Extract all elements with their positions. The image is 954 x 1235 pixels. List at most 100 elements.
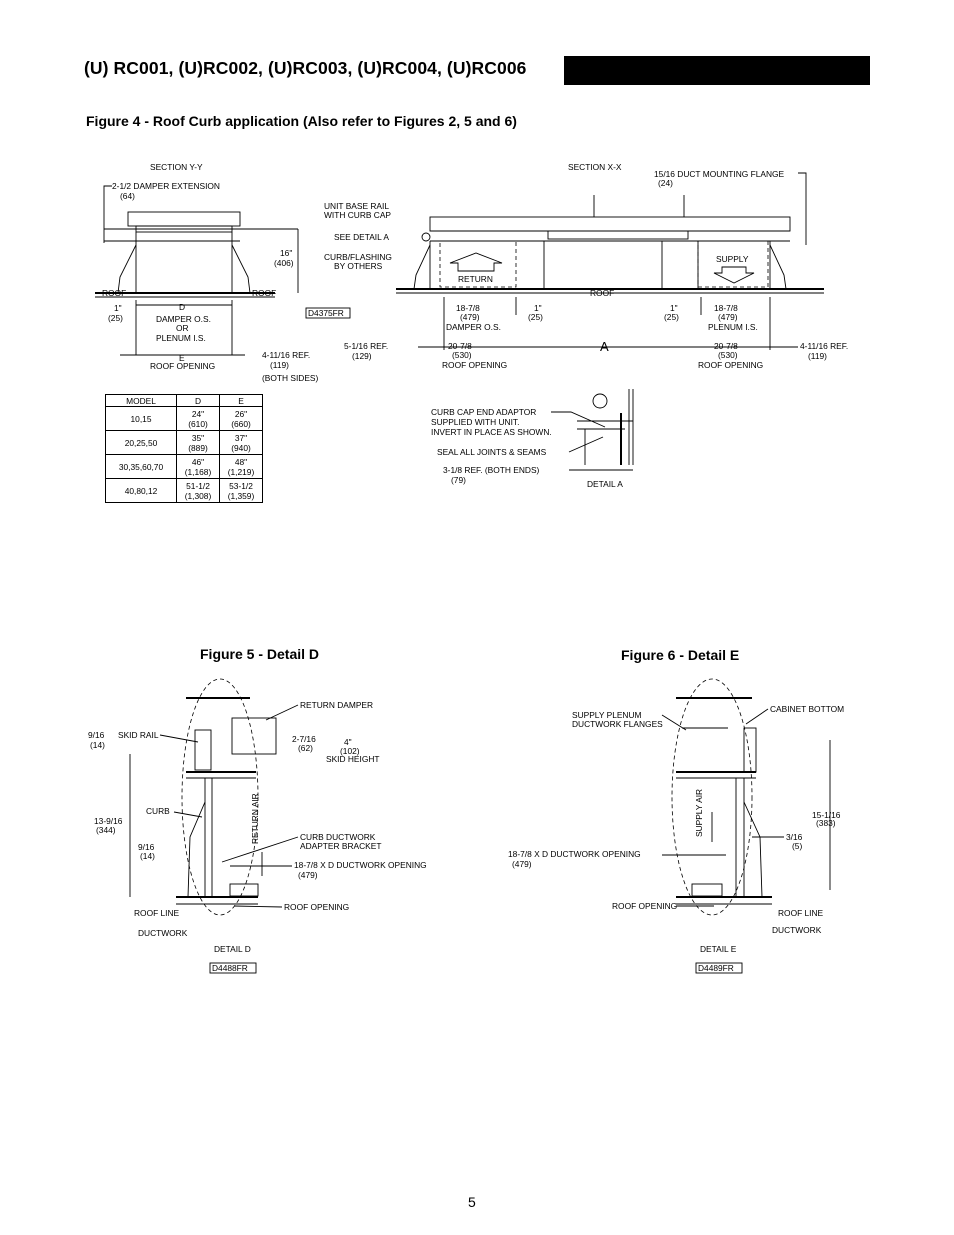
section-yy-drawing: SECTION Y-Y 2-1/2 DAMPER EXTENSION (64) … bbox=[95, 162, 351, 383]
roof-opening-label: ROOF OPENING bbox=[284, 902, 349, 912]
curb-flash-2: BY OTHERS bbox=[334, 261, 383, 271]
supply-label: SUPPLY bbox=[716, 254, 749, 264]
adaptor-2: SUPPLIED WITH UNIT. bbox=[431, 417, 519, 427]
cell-e: 53-1/2(1,359) bbox=[219, 478, 263, 503]
ref-right-mm: (119) bbox=[808, 351, 827, 361]
dim-15116-mm: (383) bbox=[816, 818, 836, 828]
header-title: (U) RC001, (U)RC002, (U)RC003, (U)RC004,… bbox=[84, 58, 527, 78]
skid-rail-label: SKID RAIL bbox=[118, 730, 159, 740]
dim-916b-mm: (14) bbox=[140, 851, 155, 861]
left-dim-mm: (479) bbox=[460, 312, 480, 322]
open-right-mm: (530) bbox=[718, 350, 738, 360]
return-label: RETURN bbox=[458, 274, 493, 284]
height-mm: (406) bbox=[274, 258, 294, 268]
plenum-2: DUCTWORK FLANGES bbox=[572, 719, 663, 729]
dim-916a-mm: (14) bbox=[90, 740, 105, 750]
ref-dim: 4-11/16 REF. bbox=[262, 350, 310, 360]
cell-d: 35"(889) bbox=[176, 430, 220, 455]
cell-e-in: 37" bbox=[234, 432, 248, 443]
detail-d-label: DETAIL D bbox=[214, 944, 251, 954]
d-drawing-no: D4488FR bbox=[212, 963, 248, 973]
d-line2: OR bbox=[176, 323, 189, 333]
cell-model: 30,35,60,70 bbox=[105, 454, 177, 479]
gap-mm: (25) bbox=[108, 313, 123, 323]
cell-e-mm: (660) bbox=[231, 418, 251, 429]
left-dim-label: DAMPER O.S. bbox=[446, 322, 501, 332]
detail-a-ref: 3-1/8 REF. (BOTH ENDS) bbox=[443, 465, 540, 475]
opening-label: 18-7/8 X D DUCTWORK OPENING bbox=[294, 860, 427, 870]
right-dim: 18-7/8 bbox=[714, 303, 738, 313]
skid-height-label: SKID HEIGHT bbox=[326, 754, 380, 764]
ref-left: 5-1/16 REF. bbox=[344, 341, 388, 351]
open-left: 20-7/8 bbox=[448, 341, 472, 351]
opening-mm: (479) bbox=[298, 870, 318, 880]
dim-4-mm: (102) bbox=[340, 746, 360, 756]
plenum-1: SUPPLY PLENUM bbox=[572, 710, 642, 720]
gap2: 1" bbox=[670, 303, 678, 313]
th-e: E bbox=[219, 394, 263, 407]
return-air-label: RETURN AIR bbox=[250, 793, 260, 844]
cell-d: 46"(1,168) bbox=[176, 454, 220, 479]
cell-d-in: 51-1/2 bbox=[186, 480, 210, 491]
open-right: 20-7/8 bbox=[714, 341, 738, 351]
ref-note: (BOTH SIDES) bbox=[262, 373, 319, 383]
ductwork-label: DUCTWORK bbox=[138, 928, 188, 938]
cell-e-in: 53-1/2 bbox=[229, 480, 253, 491]
height-dim: 16" bbox=[280, 248, 292, 258]
e-opening-label: 18-7/8 X D DUCTWORK OPENING bbox=[508, 849, 641, 859]
flange-label: 15/16 DUCT MOUNTING FLANGE bbox=[654, 169, 785, 179]
roof-label: ROOF bbox=[590, 288, 614, 298]
page-header: (U) RC001, (U)RC002, (U)RC003, (U)RC004,… bbox=[84, 56, 870, 85]
dim-4: 4" bbox=[344, 737, 352, 747]
page-number: 5 bbox=[468, 1194, 476, 1210]
cell-e-in: 48" bbox=[234, 456, 248, 467]
cell-e-mm: (1,359) bbox=[227, 490, 255, 501]
dim-13916: 13-9/16 bbox=[94, 816, 123, 826]
d-letter: D bbox=[179, 302, 185, 312]
dim-316-mm: (5) bbox=[792, 841, 802, 851]
gap1: 1" bbox=[534, 303, 542, 313]
ref-left-mm: (129) bbox=[352, 351, 372, 361]
table-row: 20,25,50 35"(889) 37"(940) bbox=[105, 430, 263, 455]
cell-e: 48"(1,219) bbox=[219, 454, 263, 479]
seal-label: SEAL ALL JOINTS & SEAMS bbox=[437, 447, 547, 457]
dim-316: 3/16 bbox=[786, 832, 803, 842]
detail-a-label: DETAIL A bbox=[587, 479, 623, 489]
table-row: 40,80,12 51-1/2(1,308) 53-1/2(1,359) bbox=[105, 478, 263, 503]
e-roof-opening-label: ROOF OPENING bbox=[612, 901, 677, 911]
cell-e-in: 26" bbox=[234, 408, 248, 419]
supply-air-label: SUPPLY AIR bbox=[694, 789, 704, 837]
bracket-1: CURB DUCTWORK bbox=[300, 832, 376, 842]
damper-ext-label: 2-1/2 DAMPER EXTENSION bbox=[112, 181, 220, 191]
header-bar bbox=[564, 56, 870, 85]
open-left-label: ROOF OPENING bbox=[442, 360, 507, 370]
figure-5-caption: Figure 5 - Detail D bbox=[200, 646, 320, 662]
base-rail-2: WITH CURB CAP bbox=[324, 210, 391, 220]
gap2-mm: (25) bbox=[664, 312, 679, 322]
cell-model: 10,15 bbox=[105, 406, 177, 431]
section-xx-title: SECTION X-X bbox=[568, 162, 622, 172]
cell-d: 24"(610) bbox=[176, 406, 220, 431]
curb-label: CURB bbox=[146, 806, 170, 816]
table-row: 10,15 24"(610) 26"(660) bbox=[105, 406, 263, 431]
see-detail: SEE DETAIL A bbox=[334, 232, 389, 242]
gap1-mm: (25) bbox=[528, 312, 543, 322]
cell-e-mm: (940) bbox=[231, 442, 251, 453]
ref-right: 4-11/16 REF. bbox=[800, 341, 848, 351]
cell-e: 26"(660) bbox=[219, 406, 263, 431]
cell-model: 40,80,12 bbox=[105, 478, 177, 503]
detail-d-drawing: RETURN DAMPER SKID RAIL 9/16 (14) 2-7/16… bbox=[88, 678, 427, 974]
detail-a-ref-mm: (79) bbox=[451, 475, 466, 485]
flange-mm: (24) bbox=[658, 178, 673, 188]
model-dimension-table: MODEL D E 10,15 24"(610) 26"(660) 20,25,… bbox=[105, 394, 263, 503]
e-ductwork-label: DUCTWORK bbox=[772, 925, 822, 935]
roof-left-label: ROOF bbox=[102, 288, 126, 298]
cell-d-mm: (889) bbox=[188, 442, 208, 453]
dim-916b: 9/16 bbox=[138, 842, 155, 852]
dim-13916-mm: (344) bbox=[96, 825, 116, 835]
cell-d-mm: (1,308) bbox=[184, 490, 212, 501]
figure-6-caption: Figure 6 - Detail E bbox=[621, 647, 740, 663]
yy-drawing-no: D4375FR bbox=[308, 308, 344, 318]
d-line1: DAMPER O.S. bbox=[156, 314, 211, 324]
dim-15116: 15-1/16 bbox=[812, 810, 841, 820]
